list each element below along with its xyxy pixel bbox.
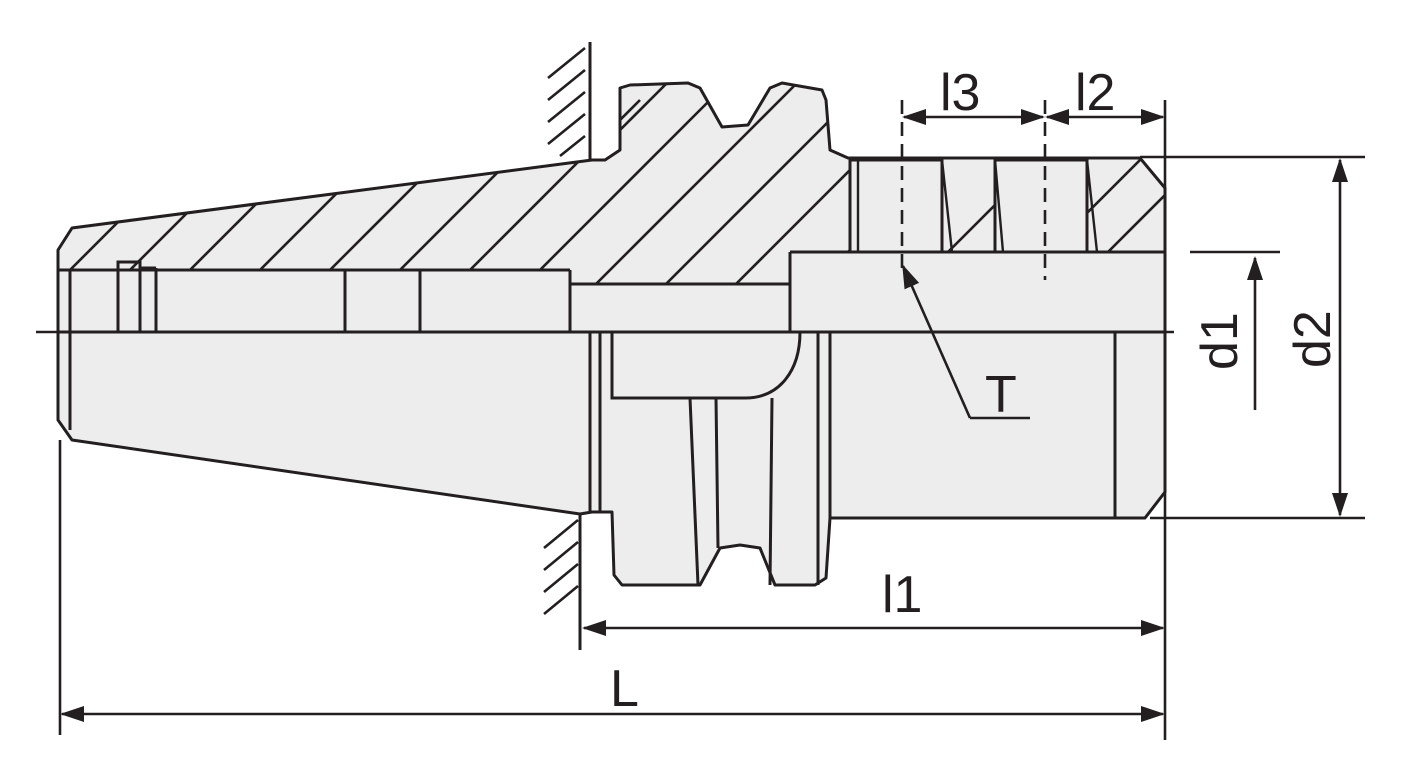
label-t: T <box>985 366 1017 424</box>
label-L: L <box>610 660 639 718</box>
label-l1: l1 <box>882 566 922 624</box>
dimension-lines <box>58 100 1365 740</box>
set-screw-holes <box>848 158 1089 254</box>
label-l3: l3 <box>940 64 980 122</box>
label-d2: d2 <box>1284 310 1342 368</box>
bore-details <box>56 250 1165 586</box>
label-d1: d1 <box>1191 312 1249 370</box>
label-l2: l2 <box>1075 64 1115 122</box>
gauge-wall <box>543 42 592 650</box>
set-screw-hole-edges <box>856 159 1099 253</box>
